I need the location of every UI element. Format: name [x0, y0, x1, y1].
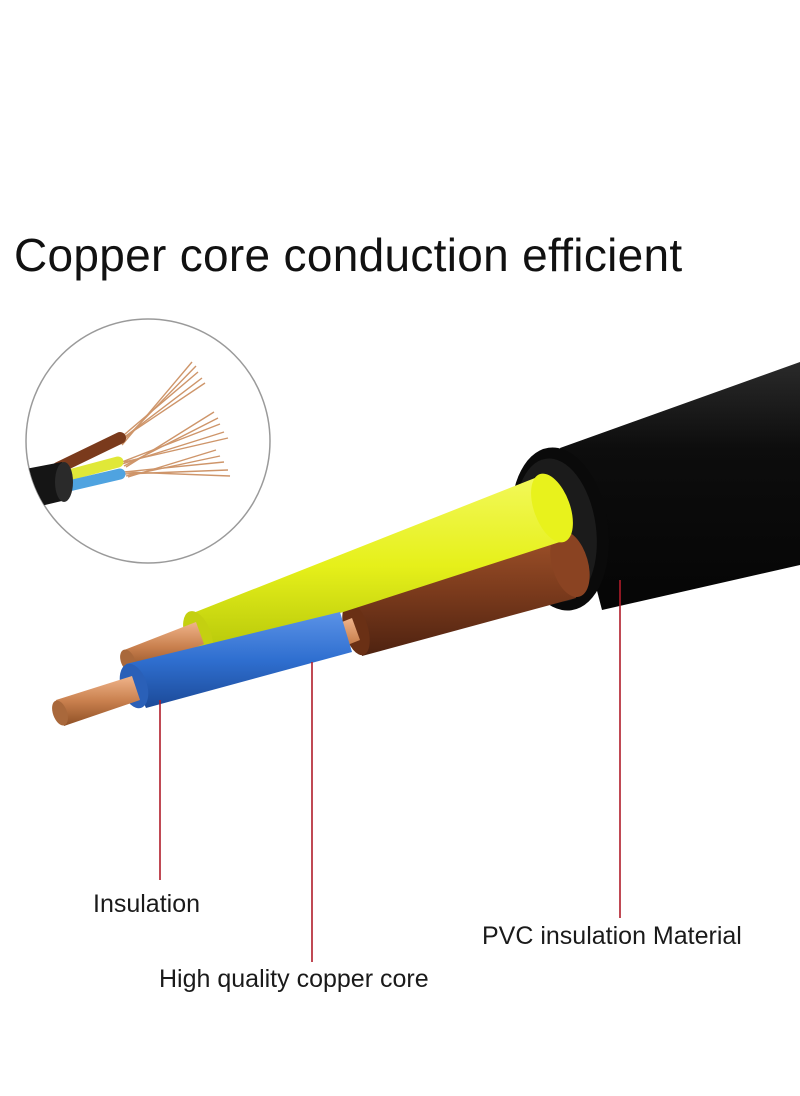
- yellow-wire: [120, 473, 573, 673]
- callout-pvc: PVC insulation Material: [482, 922, 742, 950]
- inset-circle: [25, 318, 271, 564]
- headline: Copper core conduction efficient: [14, 229, 683, 281]
- callout-insulation: Insulation: [93, 890, 201, 918]
- callout-copper-core: High quality copper core: [159, 965, 429, 993]
- blue-wire: [52, 612, 352, 726]
